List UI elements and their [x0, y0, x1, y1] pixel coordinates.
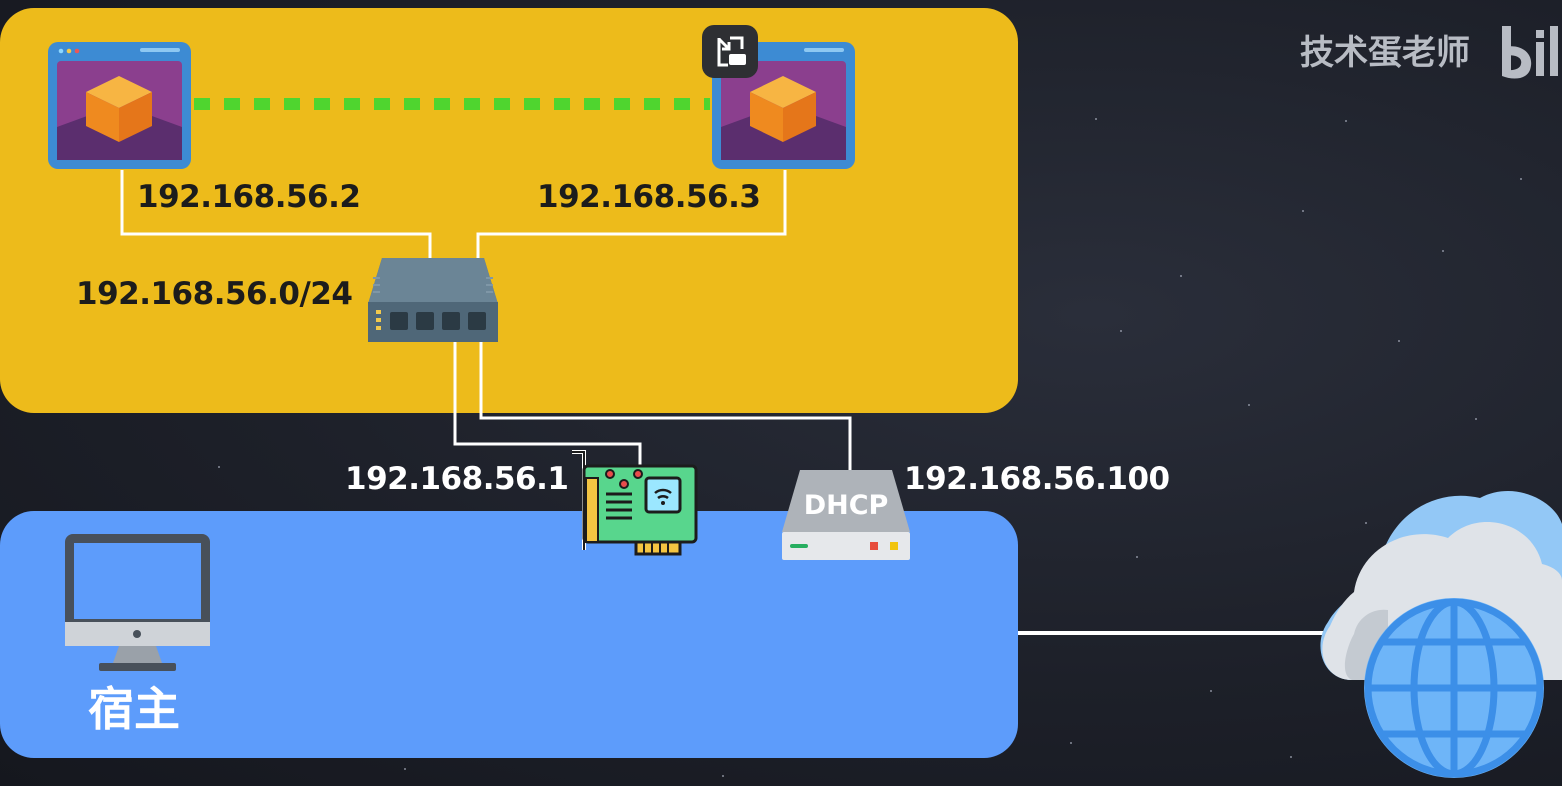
watermark-text: 技术蛋老师 [1300, 33, 1470, 73]
virtualbox-vm-icon [712, 42, 855, 169]
monitor-icon [65, 534, 210, 671]
vm1-ip-label: 192.168.56.2 [137, 179, 361, 215]
virtualbox-vm-icon [48, 42, 191, 169]
dhcp-label: DHCP [804, 490, 889, 521]
host-label: 宿主 [88, 682, 180, 736]
vm2-ip-label: 192.168.56.3 [537, 179, 761, 215]
dhcp-server-icon: DHCP [782, 470, 910, 560]
wire-switch-dhcp [479, 336, 852, 470]
subnet-label: 192.168.56.0/24 [76, 276, 353, 312]
dhcp-ip-label: 192.168.56.100 [904, 461, 1170, 497]
network-switch-icon [368, 258, 498, 342]
picture-in-picture-icon[interactable] [702, 25, 758, 78]
wire-switch-nic [453, 336, 642, 470]
host-nic-ip-label: 192.168.56.1 [345, 461, 569, 497]
cloud-globe-icon [1320, 491, 1562, 778]
wire-vm2-switch [476, 170, 787, 262]
bilibili-logo [1502, 26, 1558, 79]
wire-vm1-switch [120, 170, 432, 262]
network-card-icon [572, 450, 698, 556]
